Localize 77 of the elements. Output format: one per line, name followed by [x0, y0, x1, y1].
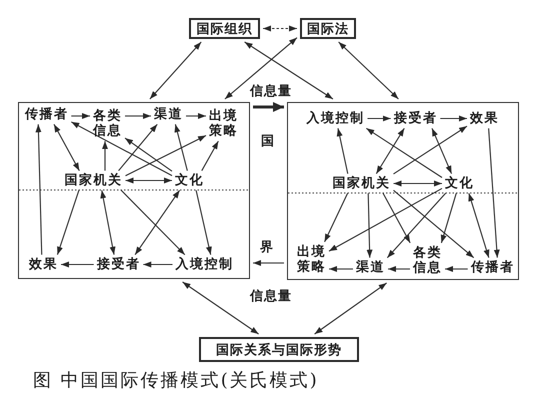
arrow [329, 266, 353, 272]
annotation-label: 国 [261, 133, 275, 150]
arrow [54, 124, 80, 171]
arrow [118, 124, 158, 172]
arrow [314, 282, 387, 334]
arrow [324, 193, 348, 242]
concept-label: 国家机关 [64, 172, 124, 188]
arrow [394, 180, 442, 186]
arrow [120, 190, 186, 256]
arrow [196, 190, 212, 255]
arrow [376, 128, 405, 174]
arrow [224, 37, 298, 100]
concept-label: 效果 [469, 110, 500, 126]
system-frame [18, 102, 250, 279]
concept-label: 入境控制 [306, 110, 366, 126]
arrow [393, 126, 468, 174]
arrow [440, 193, 457, 244]
concept-label: 各类信息 [412, 244, 443, 276]
arrow [102, 141, 108, 171]
arrow [186, 113, 206, 119]
concept-label: 传播者 [24, 106, 70, 122]
arrow [445, 266, 468, 272]
annotation-label: 信息量 [250, 288, 292, 305]
arrow [338, 42, 399, 100]
arrow [440, 116, 467, 122]
arrow [125, 135, 206, 176]
concept-label: 接受者 [96, 256, 142, 272]
arrow [126, 178, 172, 184]
concept-box: 国际关系与国际形势 [199, 337, 359, 362]
arrow [56, 190, 80, 255]
arrow [134, 190, 180, 256]
system-frame [287, 102, 519, 280]
arrow [368, 116, 391, 122]
concept-label: 出境策略 [296, 244, 327, 276]
figure-caption: 图 中国国际传播模式(关氏模式) [33, 369, 319, 392]
concept-label: 各类信息 [92, 108, 123, 140]
arrow [35, 124, 42, 255]
concept-label: 渠道 [355, 260, 386, 276]
concept-label: 渠道 [153, 106, 184, 122]
concept-label: 入境控制 [174, 256, 234, 272]
concept-label: 国家机关 [332, 176, 392, 192]
annotation-label: 信息量 [250, 83, 292, 100]
arrow [336, 128, 348, 174]
concept-label: 文化 [174, 172, 205, 188]
arrow [174, 124, 188, 171]
arrow [124, 138, 172, 172]
arrow [61, 262, 94, 268]
arrow [393, 190, 474, 258]
arrow [100, 190, 116, 255]
annotation-label: 界 [260, 239, 274, 256]
concept-label: 效果 [28, 256, 59, 272]
arrow [253, 102, 284, 112]
arrow [468, 193, 490, 258]
arrow [71, 121, 172, 176]
concept-label: 出境策略 [208, 108, 239, 140]
arrow [382, 193, 411, 244]
concept-box: 国际法 [300, 18, 356, 39]
concept-box: 国际组织 [189, 18, 260, 39]
arrow [150, 42, 202, 100]
arrow [432, 128, 452, 174]
arrow [386, 192, 446, 258]
concept-label: 接受者 [392, 110, 438, 126]
arrow [143, 262, 172, 268]
arrow [201, 140, 219, 171]
arrow [388, 266, 410, 272]
arrow [253, 260, 284, 266]
arrow [244, 42, 334, 100]
arrow [328, 188, 442, 252]
arrow [366, 193, 373, 258]
arrow [366, 128, 442, 178]
arrow [263, 26, 297, 32]
arrow [71, 113, 90, 119]
arrow [125, 113, 151, 119]
concept-label: 传播者 [470, 260, 516, 276]
arrow [182, 282, 259, 334]
concept-label: 文化 [444, 176, 475, 192]
arrow [488, 128, 500, 258]
